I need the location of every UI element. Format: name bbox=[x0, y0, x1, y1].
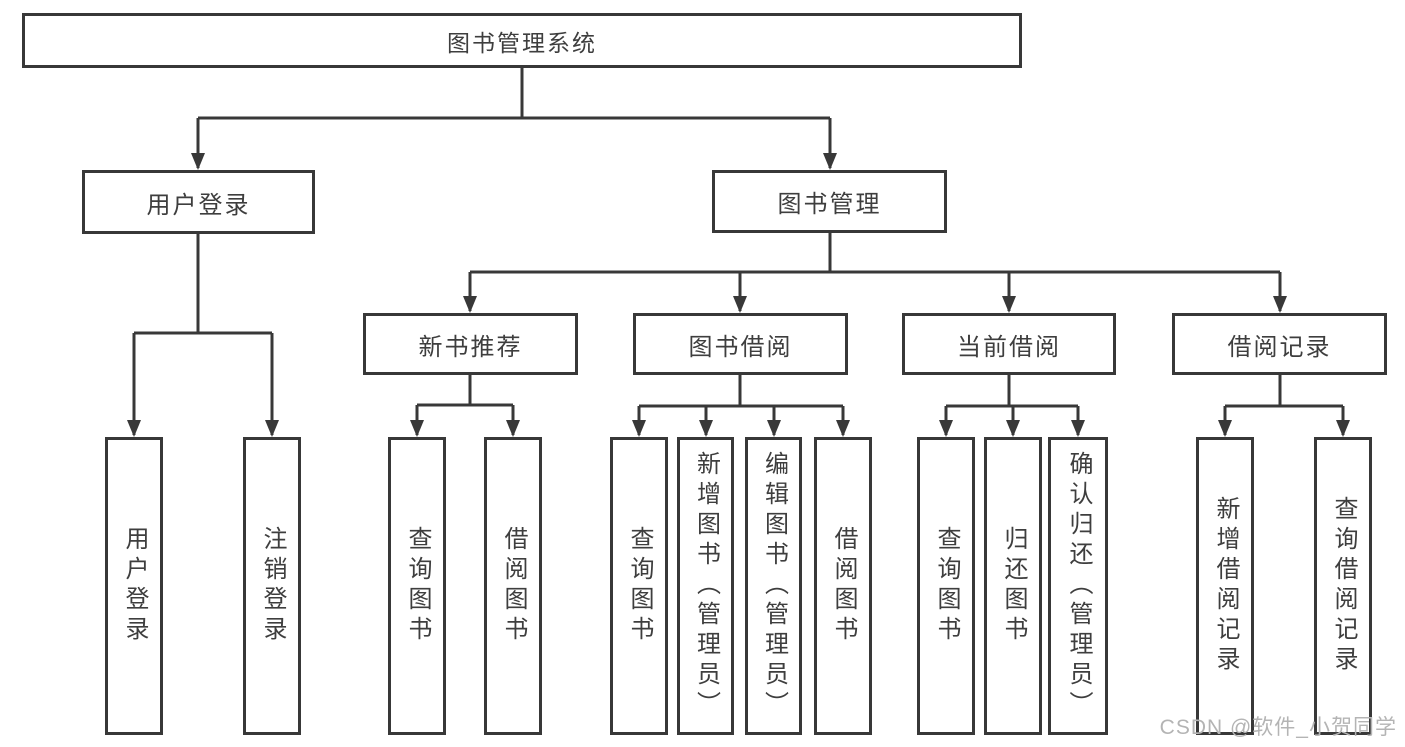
node-current-borrowing-label: 当前借阅 bbox=[957, 333, 1061, 361]
node-borrowing-records: 借阅记录 bbox=[1172, 313, 1387, 375]
leaf-query-borrow-record: 查询借阅记录 bbox=[1314, 437, 1372, 735]
leaf-logout: 注销登录 bbox=[243, 437, 301, 735]
node-user-login: 用户登录 bbox=[82, 170, 315, 234]
node-library-system: 图书管理系统 bbox=[22, 13, 1022, 68]
node-book-management-label: 图书管理 bbox=[777, 191, 882, 218]
node-user-login-label: 用户登录 bbox=[146, 191, 251, 219]
leaf-confirm-return-admin: 确认归还（管理员） bbox=[1048, 437, 1108, 735]
leaf-user-login-label: 用户登录 bbox=[121, 526, 148, 646]
node-borrowing-records-label: 借阅记录 bbox=[1227, 333, 1332, 361]
leaf-logout-label: 注销登录 bbox=[259, 526, 286, 646]
leaf-add-borrow-record: 新增借阅记录 bbox=[1196, 437, 1254, 735]
leaf-edit-book-admin: 编辑图书（管理员） bbox=[745, 437, 802, 735]
leaf-add-book-admin: 新增图书（管理员） bbox=[677, 437, 734, 735]
leaf-add-book-admin-label: 新增图书（管理员） bbox=[692, 451, 720, 721]
leaf-query-books-recommend: 查询图书 bbox=[388, 437, 446, 735]
leaf-user-login: 用户登录 bbox=[105, 437, 163, 735]
leaf-add-borrow-record-label: 新增借阅记录 bbox=[1212, 496, 1239, 676]
node-current-borrowing: 当前借阅 bbox=[902, 313, 1116, 375]
leaf-query-books-recommend-label: 查询图书 bbox=[404, 526, 431, 646]
node-book-management: 图书管理 bbox=[712, 170, 947, 233]
leaf-query-borrow-record-label: 查询借阅记录 bbox=[1330, 496, 1357, 676]
leaf-query-books-borrowing: 查询图书 bbox=[610, 437, 668, 735]
csdn-watermark: CSDN @软件_小贺同学 bbox=[1159, 716, 1397, 739]
node-book-borrowing: 图书借阅 bbox=[633, 313, 848, 375]
leaf-edit-book-admin-label: 编辑图书（管理员） bbox=[760, 451, 788, 721]
node-new-book-recommend-label: 新书推荐 bbox=[418, 333, 523, 361]
leaf-confirm-return-admin-label: 确认归还（管理员） bbox=[1065, 451, 1092, 721]
leaf-query-books-borrowing-label: 查询图书 bbox=[626, 526, 653, 646]
leaf-return-books-label: 归还图书 bbox=[1000, 526, 1027, 646]
node-library-system-label: 图书管理系统 bbox=[447, 29, 597, 56]
leaf-borrow-books-borrowing: 借阅图书 bbox=[814, 437, 872, 735]
leaf-borrow-books-borrowing-label: 借阅图书 bbox=[830, 526, 857, 646]
leaf-query-books-current-label: 查询图书 bbox=[933, 526, 960, 646]
leaf-borrow-books-recommend-label: 借阅图书 bbox=[500, 526, 527, 646]
node-book-borrowing-label: 图书借阅 bbox=[688, 333, 793, 361]
leaf-borrow-books-recommend: 借阅图书 bbox=[484, 437, 542, 735]
leaf-return-books: 归还图书 bbox=[984, 437, 1042, 735]
leaf-query-books-current: 查询图书 bbox=[917, 437, 975, 735]
node-new-book-recommend: 新书推荐 bbox=[363, 313, 578, 375]
